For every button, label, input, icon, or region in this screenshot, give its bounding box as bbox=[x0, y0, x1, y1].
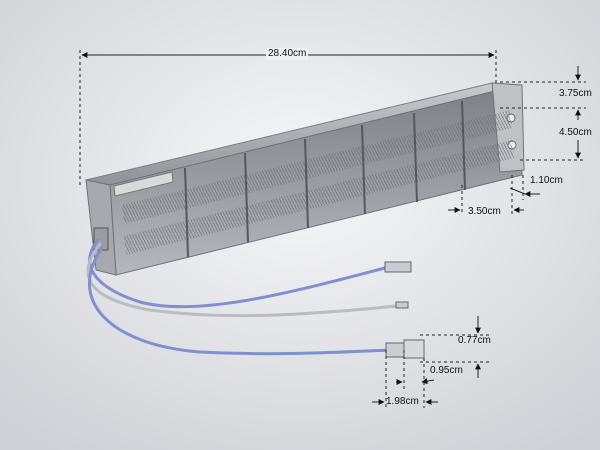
terminal-height-label: 0.77cm bbox=[458, 335, 491, 346]
dimension-lines bbox=[79, 50, 586, 408]
end-depth-label: 3.50cm bbox=[468, 206, 501, 217]
length-label: 28.40cm bbox=[266, 48, 309, 60]
heater-body bbox=[85, 82, 525, 276]
wires bbox=[86, 238, 400, 356]
middle-height-label: 4.50cm bbox=[559, 127, 592, 138]
terminal-length-label: 1.98cm bbox=[386, 396, 419, 407]
edge-gap-label: 1.10cm bbox=[530, 175, 563, 186]
top-height-label: 3.75cm bbox=[559, 88, 592, 99]
terminal-tab-width-label: 0.95cm bbox=[430, 365, 463, 376]
connectors bbox=[384, 261, 425, 359]
